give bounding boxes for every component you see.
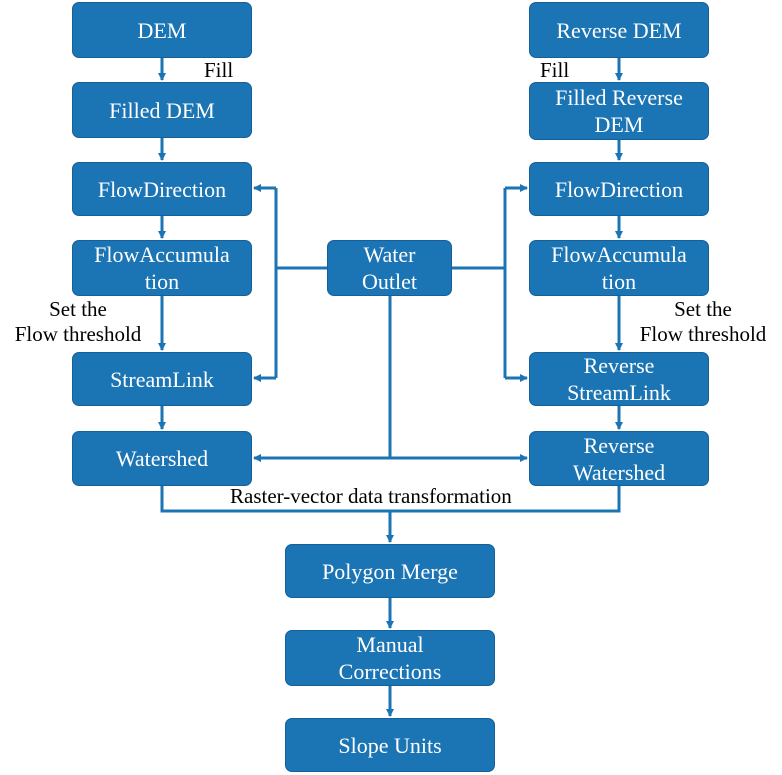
threshold-left-line1: Set the xyxy=(49,297,107,321)
flow-accumulation-left-line1: FlowAccumula xyxy=(94,242,230,267)
threshold-right-line2: Flow threshold xyxy=(639,322,767,346)
threshold-label-right: Set the Flow threshold xyxy=(626,297,780,347)
flow-accumulation-right-line1: FlowAccumula xyxy=(551,242,687,267)
fill-label-left: Fill xyxy=(204,58,234,82)
flow-accumulation-left-box: FlowAccumula tion xyxy=(72,240,252,296)
water-outlet-line2: Outlet xyxy=(362,269,417,294)
reverse-stream-link-box: Reverse StreamLink xyxy=(529,352,709,406)
water-outlet-box: Water Outlet xyxy=(327,240,452,296)
flow-accumulation-right-line2: tion xyxy=(601,269,637,294)
reverse-stream-link-line2: StreamLink xyxy=(567,380,671,405)
filled-reverse-dem-line2: DEM xyxy=(594,112,644,137)
flow-direction-left-box: FlowDirection xyxy=(72,162,252,216)
flow-direction-right-label: FlowDirection xyxy=(554,176,684,202)
flow-direction-right-box: FlowDirection xyxy=(529,162,709,216)
manual-corrections-line2: Corrections xyxy=(338,659,442,684)
threshold-right-line1: Set the xyxy=(674,297,732,321)
reverse-watershed-line1: Reverse xyxy=(583,432,655,458)
stream-link-label: StreamLink xyxy=(110,366,214,392)
reverse-watershed-box: Reverse Watershed xyxy=(529,431,709,486)
transformation-label: Raster-vector data transformation xyxy=(230,484,512,508)
stream-link-box: StreamLink xyxy=(72,352,252,406)
filled-reverse-dem-box: Filled Reverse DEM xyxy=(529,82,709,140)
reverse-stream-link-line1: Reverse xyxy=(583,353,655,378)
filled-reverse-dem-line1: Filled Reverse xyxy=(555,85,683,110)
manual-corrections-box: Manual Corrections xyxy=(285,630,495,686)
flow-accumulation-right-box: FlowAccumula tion xyxy=(529,240,709,296)
watershed-box: Watershed xyxy=(72,431,252,486)
threshold-label-left: Set the Flow threshold xyxy=(2,297,154,347)
polygon-merge-box: Polygon Merge xyxy=(285,544,495,598)
reverse-watershed-line2: Watershed xyxy=(572,459,666,485)
flow-direction-left-label: FlowDirection xyxy=(97,176,227,202)
water-outlet-line1: Water xyxy=(363,242,416,267)
watershed-label: Watershed xyxy=(115,446,209,471)
dem-label: DEM xyxy=(137,17,187,43)
manual-corrections-line1: Manual xyxy=(356,632,424,657)
slope-units-label: Slope Units xyxy=(338,732,442,758)
filled-dem-box: Filled DEM xyxy=(72,82,252,138)
reverse-dem-box: Reverse DEM xyxy=(529,2,709,58)
fill-label-right: Fill xyxy=(540,58,570,82)
threshold-left-line2: Flow threshold xyxy=(14,322,142,346)
polygon-merge-label: Polygon Merge xyxy=(322,558,458,584)
reverse-dem-label: Reverse DEM xyxy=(556,17,682,43)
dem-box: DEM xyxy=(72,2,252,58)
slope-units-box: Slope Units xyxy=(285,718,495,772)
flow-accumulation-left-line2: tion xyxy=(144,269,180,294)
filled-dem-label: Filled DEM xyxy=(109,97,215,123)
